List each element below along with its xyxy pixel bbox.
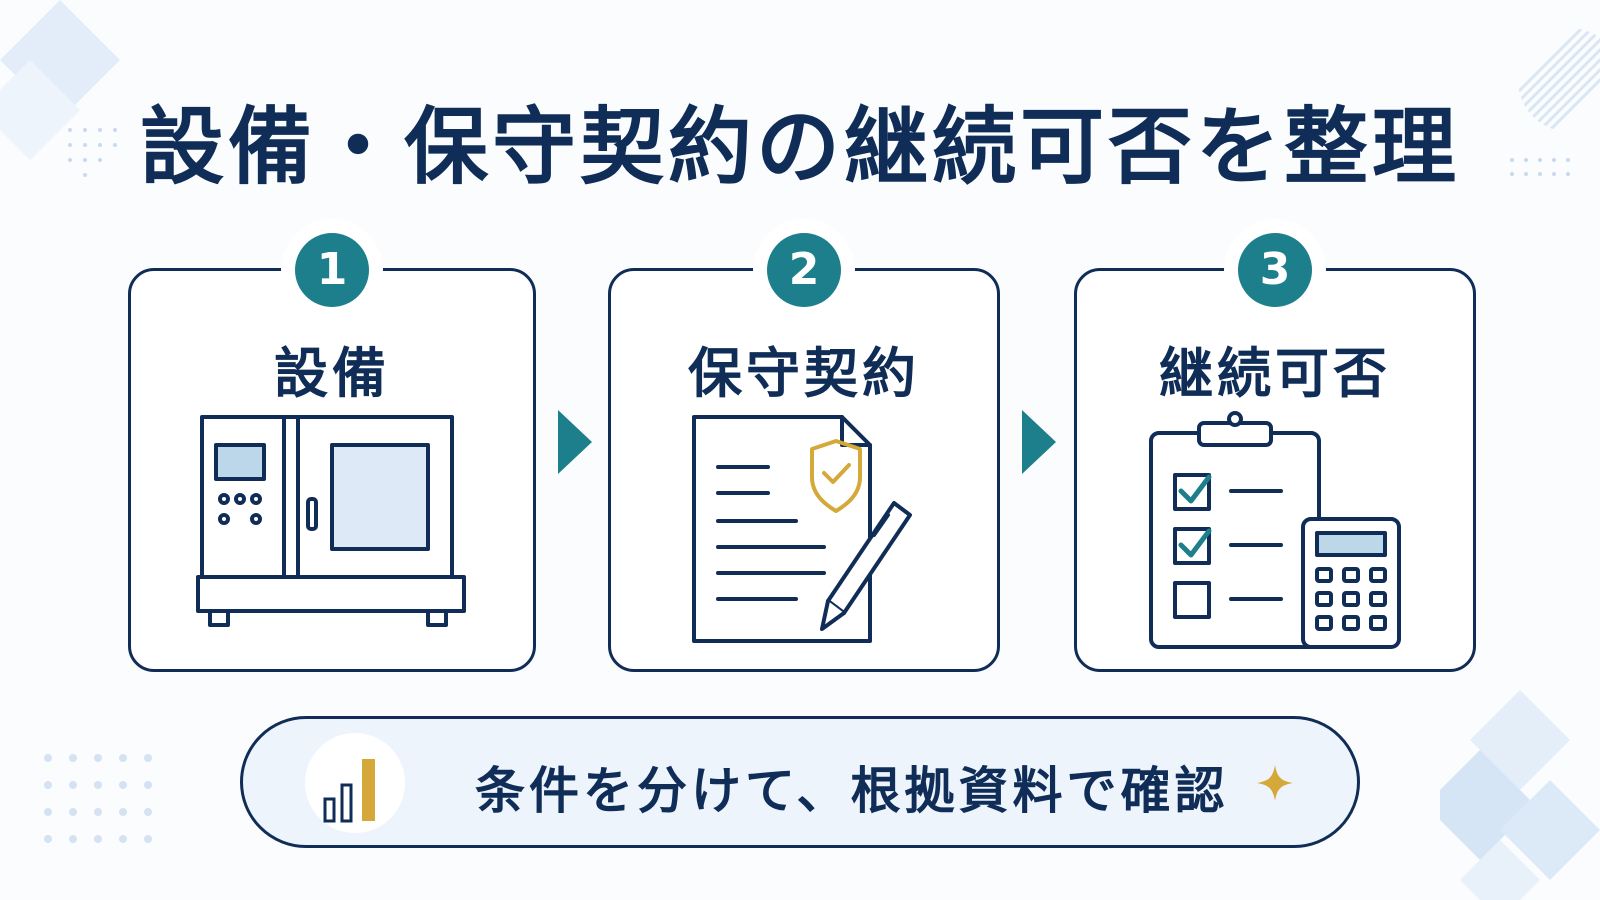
contract-document-icon [692, 415, 912, 643]
shield-check-icon [810, 439, 862, 513]
step-label: 設備 [274, 342, 390, 405]
summary-text: 条件を分けて、根拠資料で確認 [475, 762, 1229, 820]
step-number-badge: 3 [1238, 233, 1312, 307]
bottom-left-dots [44, 754, 152, 843]
pen-icon [820, 501, 912, 631]
step-card-contract: 2 保守契約 [608, 233, 1000, 672]
bar-chart-icon [323, 759, 375, 823]
step-card-continuation: 3 継続可否 [1074, 233, 1476, 672]
bottom-right-decoration [1440, 690, 1600, 900]
bar-chart-badge [305, 733, 405, 833]
page-title: 設備・保守契約の継続可否を整理 [139, 98, 1460, 196]
step-number-badge: 1 [295, 233, 369, 307]
sparkle-icon [1257, 765, 1293, 801]
checklist-calculator-icon [1149, 411, 1401, 649]
step-number-badge: 2 [767, 233, 841, 307]
equipment-machine-icon [196, 415, 466, 627]
top-left-decoration [0, 0, 120, 177]
top-right-decoration [1510, 28, 1600, 176]
step-label: 継続可否 [1159, 342, 1391, 405]
summary-banner: 条件を分けて、根拠資料で確認 [240, 716, 1360, 848]
flow-arrow-1 [558, 410, 592, 474]
step-card-equipment: 1 設備 [128, 233, 536, 672]
flow-arrow-2 [1022, 410, 1056, 474]
calculator-icon [1301, 517, 1401, 649]
step-label: 保守契約 [688, 342, 920, 405]
